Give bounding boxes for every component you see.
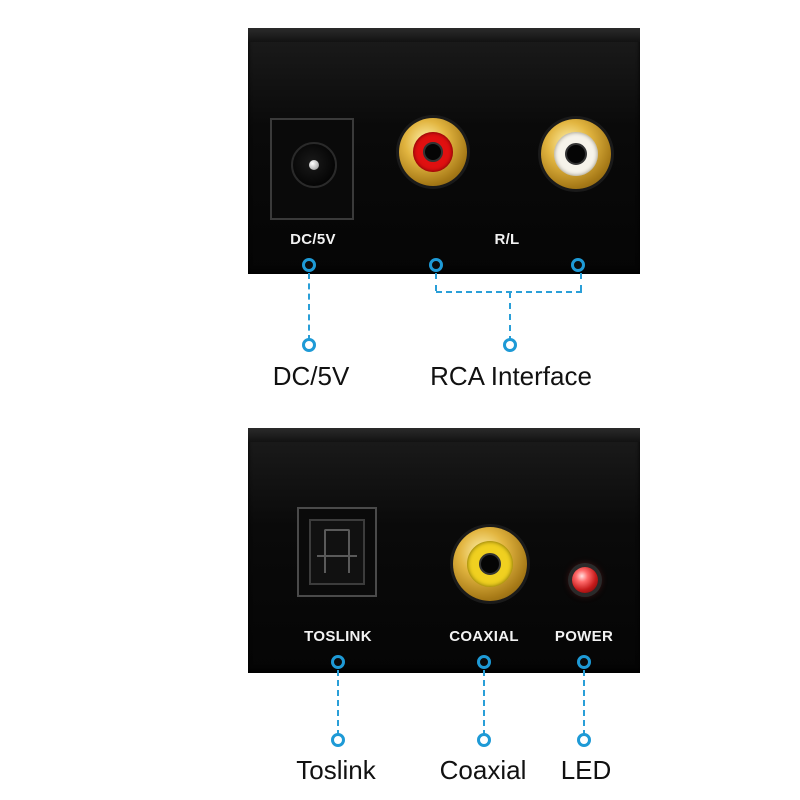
power-led-icon — [572, 567, 598, 593]
rl-panel-label: R/L — [494, 231, 520, 248]
rca-jack-white-icon — [541, 119, 611, 189]
dc-power-jack-icon — [270, 118, 354, 220]
coaxial-caption: Coaxial — [439, 755, 527, 785]
led-callout-end-dot — [577, 733, 591, 747]
led-callout-line — [583, 670, 585, 736]
coaxial-callout-dot — [477, 655, 491, 669]
rca-callout-line — [509, 292, 511, 342]
coaxial-callout-end-dot — [477, 733, 491, 747]
top-panel-edge — [248, 28, 640, 42]
coaxial-panel-label: COAXIAL — [449, 628, 519, 645]
toslink-optical-port-icon — [297, 507, 377, 597]
bottom-panel-edge — [248, 428, 640, 442]
coaxial-callout-line — [483, 670, 485, 736]
coaxial-jack-icon — [453, 527, 527, 601]
rca-right-callout-dot — [429, 258, 443, 272]
toslink-callout-end-dot — [331, 733, 345, 747]
toslink-callout-dot — [331, 655, 345, 669]
dc-panel-label: DC/5V — [290, 231, 336, 248]
led-caption: LED — [560, 755, 612, 785]
led-callout-dot — [577, 655, 591, 669]
dc-caption: DC/5V — [272, 361, 350, 391]
power-panel-label: POWER — [554, 628, 614, 645]
toslink-callout-line — [337, 670, 339, 736]
dc-callout-dot — [302, 258, 316, 272]
dc-callout-line — [308, 273, 310, 341]
toslink-caption: Toslink — [296, 755, 376, 785]
rca-right-drop-line — [435, 273, 437, 291]
rca-jack-red-icon — [399, 118, 467, 186]
rca-callout-end-dot — [503, 338, 517, 352]
dc-callout-end-dot — [302, 338, 316, 352]
toslink-panel-label: TOSLINK — [304, 628, 372, 645]
rca-left-drop-line — [580, 273, 582, 291]
rca-caption: RCA Interface — [430, 361, 592, 391]
rca-left-callout-dot — [571, 258, 585, 272]
